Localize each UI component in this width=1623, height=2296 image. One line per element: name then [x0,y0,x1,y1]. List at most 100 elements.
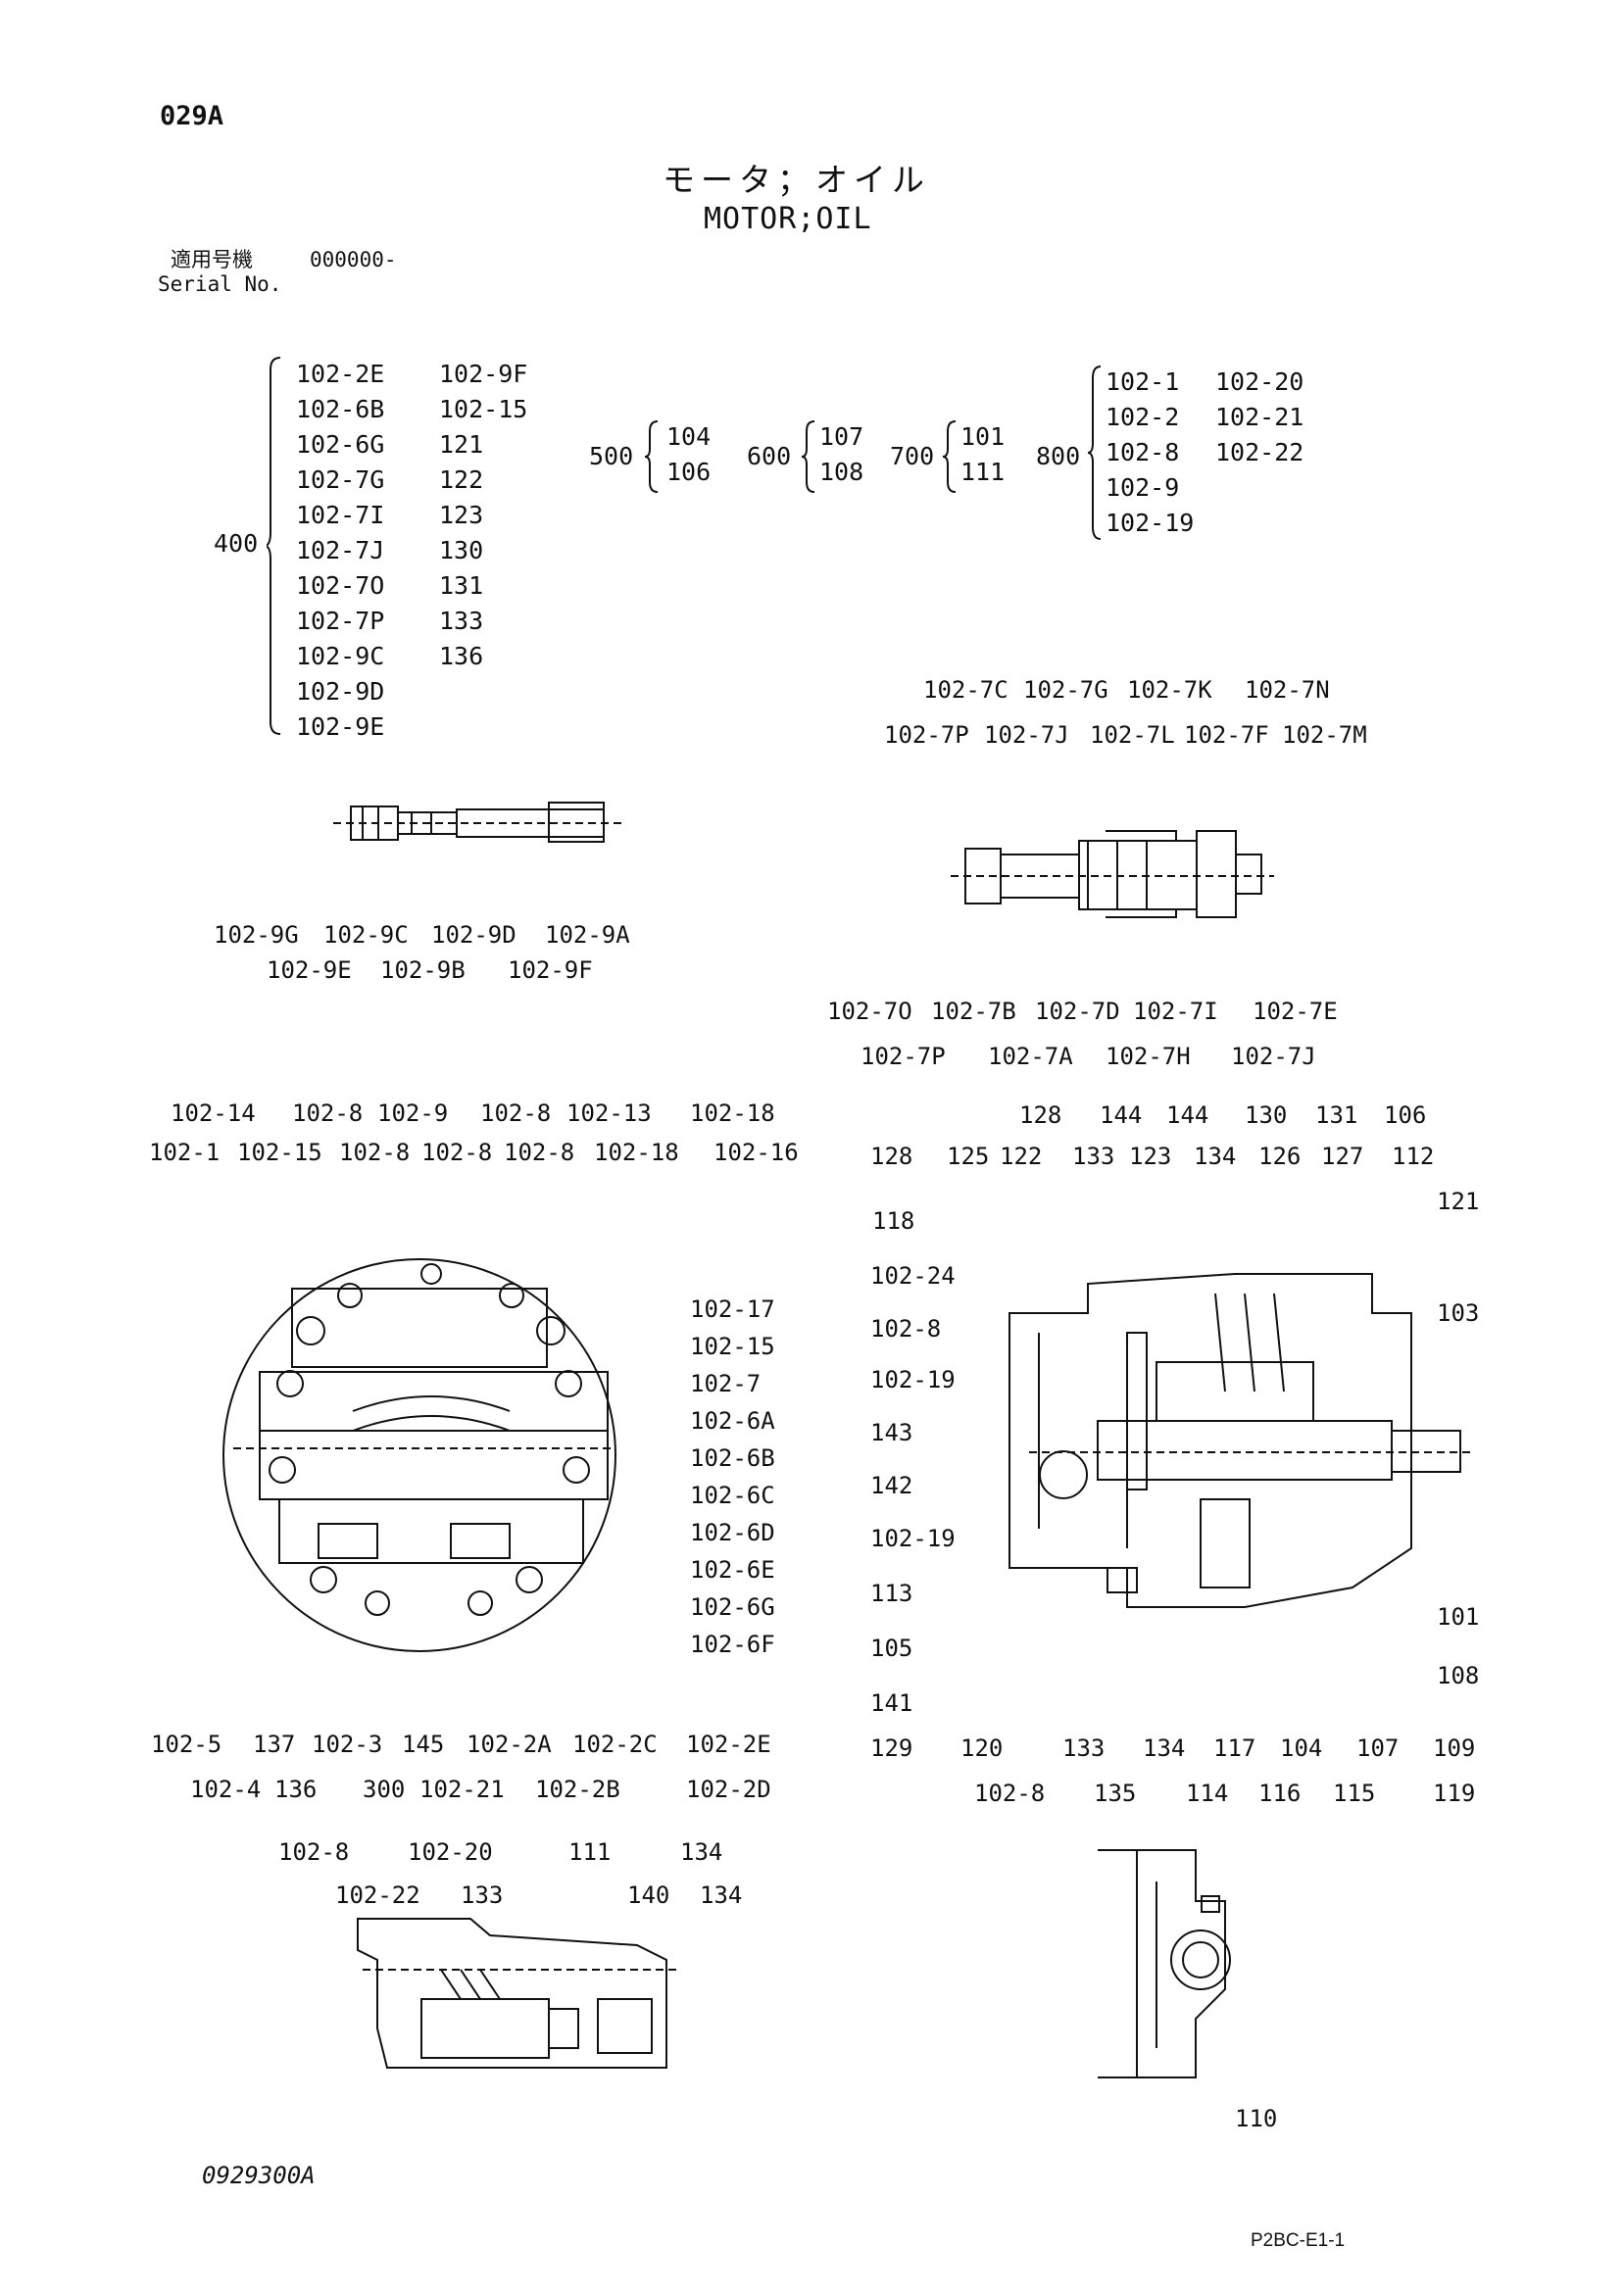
kit-800-item: 102-2 [1106,403,1180,431]
kit-800-item: 102-20 [1215,367,1304,396]
kit-600-item: 107 [819,422,864,451]
callout: 102-14 [171,1099,256,1127]
kit-400-item: 102-6B [296,395,385,423]
callout: 102-16 [713,1139,799,1166]
callout: 126 [1258,1143,1302,1170]
callout: 104 [1280,1734,1323,1762]
callout: 102-2D [686,1776,771,1803]
callout: 102-9D [431,921,516,949]
callout: 120 [960,1734,1004,1762]
callout: 102-6B [690,1444,775,1472]
page-code: 029A [160,101,224,131]
callout: 102-8 [339,1139,411,1166]
callout: 102-7A [988,1043,1073,1070]
callout: 111 [568,1838,612,1866]
callout: 121 [1437,1188,1480,1215]
callout: 102-9G [214,921,299,949]
callout: 102-20 [408,1838,493,1866]
kit-400-id: 400 [214,529,259,558]
partial-section-right-drawing [1098,1849,1231,2078]
relief-valve-cartridge-drawing [333,802,625,843]
kit-400-item: 121 [439,430,484,459]
callout: 102-2B [535,1776,620,1803]
callout: 112 [1392,1143,1435,1170]
callout: 144 [1100,1101,1143,1129]
kit-700-brace [942,419,959,498]
callout: 135 [1094,1780,1137,1807]
callout: 102-9E [267,956,352,984]
callout: 102-2C [572,1731,658,1758]
kit-800-item: 102-8 [1106,438,1180,466]
callout: 133 [461,1881,504,1909]
kit-600-id: 600 [747,442,792,470]
kit-800-col2: 102-20 102-21 102-22 [1215,365,1303,470]
kit-400-item: 102-7O [296,571,385,600]
kit-500-id: 500 [589,442,634,470]
callout: 102-7P [861,1043,946,1070]
sheet-code: P2BC-E1-1 [1251,2230,1346,2251]
callout: 102-19 [870,1525,956,1552]
title-japanese: モータ；オイル [663,161,930,199]
callout: 134 [1194,1143,1237,1170]
callout: 102-7D [1035,998,1120,1025]
callout: 102-18 [594,1139,679,1166]
relief-valve-assembly-drawing [951,830,1274,918]
callout: 102-8 [421,1139,493,1166]
kit-500-item: 104 [666,422,712,451]
callout: 115 [1333,1780,1376,1807]
callout: 102-5 [151,1731,222,1758]
callout: 106 [1384,1101,1427,1129]
kit-800-item: 102-19 [1106,509,1195,537]
callout: 102-6F [690,1631,775,1658]
kit-700-id: 700 [890,442,935,470]
callout: 144 [1166,1101,1209,1129]
kit-800-item: 102-9 [1106,473,1180,502]
callout: 134 [680,1838,723,1866]
callout: 128 [1019,1101,1062,1129]
callout: 102-2E [686,1731,771,1758]
callout: 107 [1356,1734,1400,1762]
callout: 136 [274,1776,318,1803]
kit-500-items: 104 106 [666,419,711,490]
partial-section-left-drawing [357,1918,676,2069]
callout: 140 [627,1881,670,1909]
callout: 102-7C [923,676,1008,704]
callout: 102-1 [149,1139,221,1166]
kit-500-item: 106 [666,458,712,486]
callout: 101 [1437,1603,1480,1631]
callout: 102-15 [690,1333,775,1360]
callout: 128 [870,1143,913,1170]
callout: 116 [1258,1780,1302,1807]
callout: 102-7F [1184,721,1269,749]
kit-400-item: 130 [439,536,484,564]
callout: 102-9C [323,921,409,949]
callout: 142 [870,1472,913,1499]
kit-800-id: 800 [1036,442,1081,470]
kit-400-col2: 102-9F 102-15 121 122 123 130 131 133 13… [439,357,527,674]
kit-400-item: 102-7G [296,465,385,494]
callout: 103 [1437,1299,1480,1327]
callout: 102-6D [690,1519,775,1546]
kit-600-items: 107 108 [819,419,863,490]
callout: 117 [1213,1734,1256,1762]
callout: 134 [1143,1734,1186,1762]
kit-600-item: 108 [819,458,864,486]
kit-400-col1: 102-2E 102-6B 102-6G 102-7G 102-7I 102-7… [296,357,384,745]
motor-cross-section-drawing [1008,1273,1470,1608]
callout: 145 [402,1731,445,1758]
callout: 134 [700,1881,743,1909]
callout: 102-21 [419,1776,505,1803]
callout: 102-6C [690,1482,775,1509]
callout: 133 [1072,1143,1115,1170]
callout: 102-7N [1245,676,1330,704]
kit-400-item: 102-9C [296,642,385,670]
callout: 102-7G [1023,676,1108,704]
callout: 102-7E [1253,998,1338,1025]
callout: 118 [872,1207,915,1235]
callout: 102-7K [1127,676,1212,704]
serial-label-en: Serial No. [158,272,282,296]
callout: 133 [1062,1734,1106,1762]
callout: 119 [1433,1780,1476,1807]
kit-400-item: 102-9F [439,360,528,388]
figure-code: 0929300A [202,2162,316,2189]
